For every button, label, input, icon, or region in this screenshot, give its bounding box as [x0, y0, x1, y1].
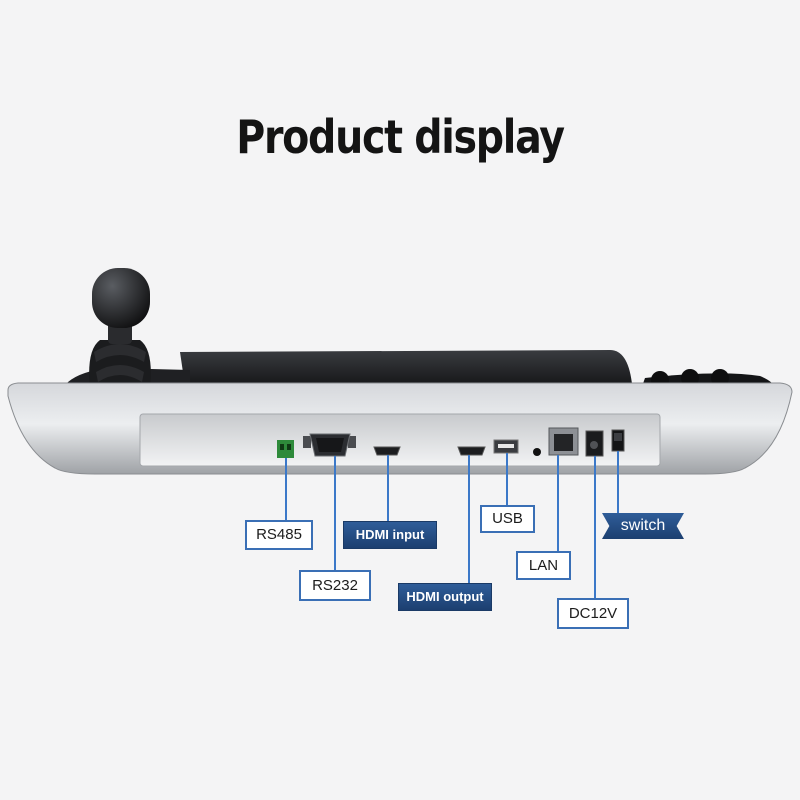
rs485-leader [285, 458, 287, 520]
rear-panel [139, 413, 661, 467]
rs485-terminal [277, 440, 294, 458]
port-label-rs485: RS485 [245, 520, 313, 550]
rs232-port [303, 433, 356, 457]
hdmi-input-leader [387, 455, 389, 521]
hdmi-output-leader [468, 455, 470, 583]
power-switch [611, 429, 625, 452]
usb-leader [506, 453, 508, 505]
port-label-dc12v: DC12V [557, 598, 629, 629]
usb-port [493, 439, 519, 454]
port-label-hdmi-output: HDMI output [398, 583, 492, 611]
dc12v-jack [585, 430, 604, 457]
rs232-leader [334, 456, 336, 570]
lan-leader [557, 455, 559, 551]
port-label-hdmi-input: HDMI input [343, 521, 437, 549]
joystick-knob [92, 268, 150, 328]
audio-jack [533, 448, 541, 456]
dc12v-leader [594, 456, 596, 598]
page-title: Product display [236, 110, 565, 164]
hdmi-input-port [373, 446, 401, 456]
port-label-switch: switch [602, 513, 684, 539]
port-label-rs232: RS232 [299, 570, 371, 601]
port-label-usb: USB [480, 505, 535, 533]
switch-leader [617, 451, 619, 513]
lan-port [548, 427, 579, 456]
joystick [89, 268, 151, 390]
hdmi-output-port [457, 446, 486, 456]
port-label-lan: LAN [516, 551, 571, 580]
